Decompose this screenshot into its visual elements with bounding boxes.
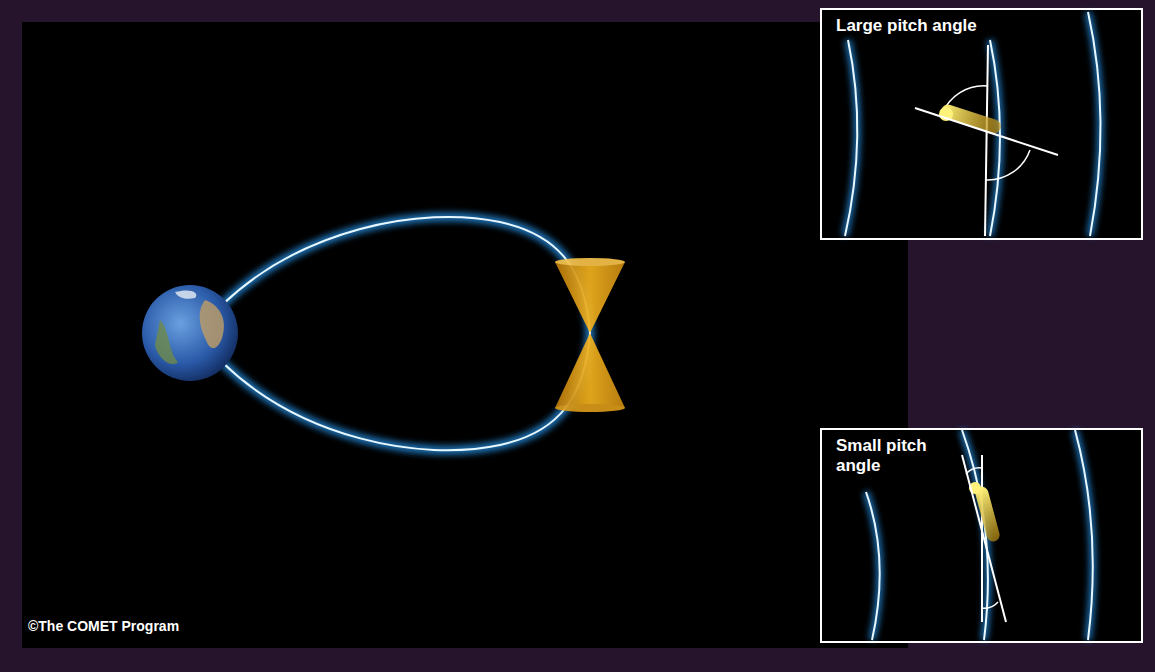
inset-panel: Small pitch angle — [820, 428, 1143, 643]
panel-title: Small pitch angle — [836, 436, 946, 476]
small-pitch-illustration — [866, 430, 1093, 640]
large-pitch-illustration — [845, 12, 1101, 236]
field-line — [222, 217, 590, 450]
earth — [142, 285, 238, 381]
copyright-watermark: ©The COMET Program — [28, 618, 179, 634]
inset-panel: Large pitch angle — [820, 8, 1143, 240]
panel-title: Large pitch angle — [836, 16, 977, 36]
loss-cone — [555, 258, 625, 412]
